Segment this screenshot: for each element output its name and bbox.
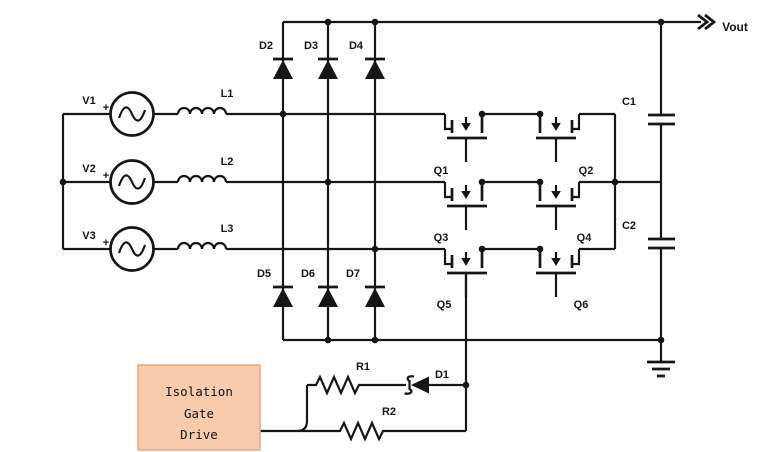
resistor-r1 — [307, 374, 406, 396]
zener-diode-d1 — [404, 375, 466, 395]
capacitor-c1 — [648, 113, 675, 126]
diode-d6 — [318, 285, 338, 307]
label-q1: Q1 — [434, 165, 449, 177]
gate-drive-line-2: Gate — [184, 406, 214, 421]
label-c1: C1 — [622, 96, 636, 108]
label-d6: D6 — [301, 268, 315, 280]
mosfet-q2 — [534, 112, 581, 164]
mosfet-q6 — [534, 247, 581, 299]
vout-arrow-icon — [697, 13, 717, 31]
mosfet-q1 — [443, 112, 489, 164]
voltage-source-v2 — [109, 159, 155, 205]
diode-d4 — [365, 57, 385, 79]
diode-d2 — [273, 57, 293, 79]
resistor-r2 — [260, 420, 466, 442]
mosfet-q5 — [443, 247, 489, 299]
polarity-v2: + — [103, 170, 109, 182]
label-l3: L3 — [221, 223, 234, 235]
label-c2: C2 — [622, 220, 636, 232]
label-d4: D4 — [349, 40, 364, 52]
label-v2: V2 — [82, 163, 95, 175]
gate-drive-line-1: Isolation — [165, 384, 233, 399]
diode-d7 — [365, 285, 385, 307]
polarity-v3: + — [103, 237, 109, 249]
label-q5: Q5 — [437, 299, 452, 311]
inductor-l3 — [176, 241, 228, 250]
diode-d5 — [273, 285, 293, 307]
component-labels: V1 + V2 + V3 + L1 L2 L3 D2 D3 D4 D5 D6 D… — [82, 20, 748, 418]
label-q4: Q4 — [577, 232, 593, 244]
inductor-l2 — [176, 174, 228, 183]
mosfet-q4 — [534, 180, 581, 232]
inductor-l1 — [176, 106, 228, 115]
label-d3: D3 — [304, 40, 318, 52]
label-v3: V3 — [82, 230, 95, 242]
voltage-source-v3 — [109, 226, 155, 272]
label-d5: D5 — [257, 268, 271, 280]
label-r2: R2 — [382, 406, 396, 418]
gate-drive-rect — [137, 364, 261, 451]
mosfet-q3 — [443, 180, 489, 232]
label-q6: Q6 — [574, 299, 589, 311]
gate-drive-box: Isolation Gate Drive — [137, 364, 261, 451]
label-l1: L1 — [221, 88, 234, 100]
label-d2: D2 — [259, 40, 273, 52]
label-l2: L2 — [221, 156, 234, 168]
sine-wave-icon — [117, 106, 147, 122]
junction-dots — [59, 18, 665, 389]
label-d7: D7 — [346, 268, 360, 280]
sine-wave-icon — [117, 241, 147, 257]
label-d1: D1 — [435, 369, 449, 381]
gate-drive-line-3: Drive — [180, 427, 218, 442]
label-vout: Vout — [722, 20, 748, 34]
diode-d3 — [318, 57, 338, 79]
voltage-source-v1 — [109, 91, 155, 137]
capacitor-c2 — [648, 237, 675, 250]
sine-wave-icon — [117, 174, 147, 190]
ground-icon — [647, 340, 675, 378]
label-r1: R1 — [356, 361, 370, 373]
label-q2: Q2 — [579, 165, 594, 177]
polarity-v1: + — [103, 102, 109, 114]
label-v1: V1 — [82, 95, 95, 107]
label-q3: Q3 — [434, 232, 449, 244]
